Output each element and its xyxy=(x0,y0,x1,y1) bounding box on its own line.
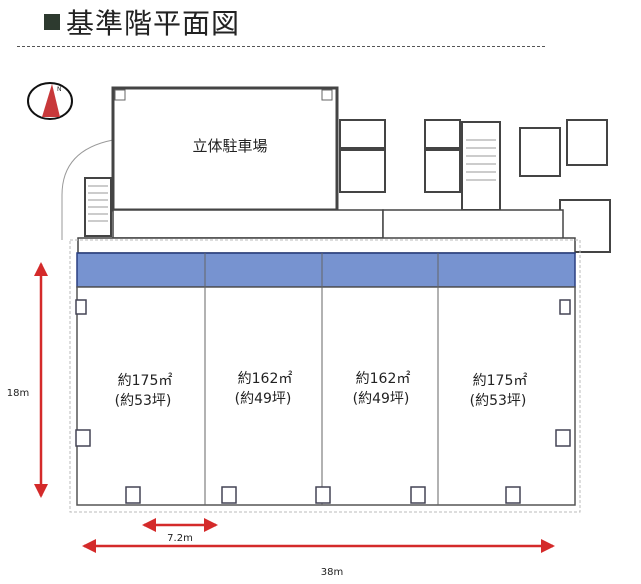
bay-dimension-label: 7.2m xyxy=(167,533,193,544)
office-floor xyxy=(76,286,576,506)
north-compass-icon: N xyxy=(27,82,73,120)
unit-1: 約175㎡ (約53坪) xyxy=(115,373,173,409)
unit-2: 約162㎡ (約49坪) xyxy=(235,371,293,407)
unit-area: 約162㎡ xyxy=(238,371,293,387)
unit-tsubo: (約53坪) xyxy=(115,393,172,409)
unit-tsubo: (約49坪) xyxy=(235,391,292,407)
outer-boundary xyxy=(69,239,581,513)
core-stair-treads xyxy=(466,139,496,181)
title-text: 基準階平面図 xyxy=(66,7,241,40)
columns xyxy=(75,299,571,504)
parking-label: 立体駐車場 xyxy=(192,137,267,155)
title-divider xyxy=(17,46,545,47)
unit-tsubo: (約53坪) xyxy=(470,393,527,409)
depth-dimension-label: 18m xyxy=(7,388,29,399)
unit-tsubo: (約49坪) xyxy=(353,391,410,407)
unit-area: 約162㎡ xyxy=(356,371,411,387)
unit-dividers xyxy=(204,253,439,505)
unit-area: 約175㎡ xyxy=(473,373,528,389)
width-dimension-label: 38m xyxy=(321,567,343,578)
parking-structure: 立体駐車場 xyxy=(111,86,339,212)
compass-n-label: N xyxy=(57,86,62,93)
shared-corridor-band xyxy=(76,252,576,288)
unit-3: 約162㎡ (約49坪) xyxy=(353,371,411,407)
curved-wall xyxy=(61,139,114,240)
left-stair xyxy=(84,177,112,237)
building-core xyxy=(77,119,611,254)
title-square-icon xyxy=(44,14,60,30)
unit-area: 約175㎡ xyxy=(118,373,173,389)
page-title: 基準階平面図 xyxy=(44,2,240,42)
unit-4: 約175㎡ (約53坪) xyxy=(470,373,528,409)
